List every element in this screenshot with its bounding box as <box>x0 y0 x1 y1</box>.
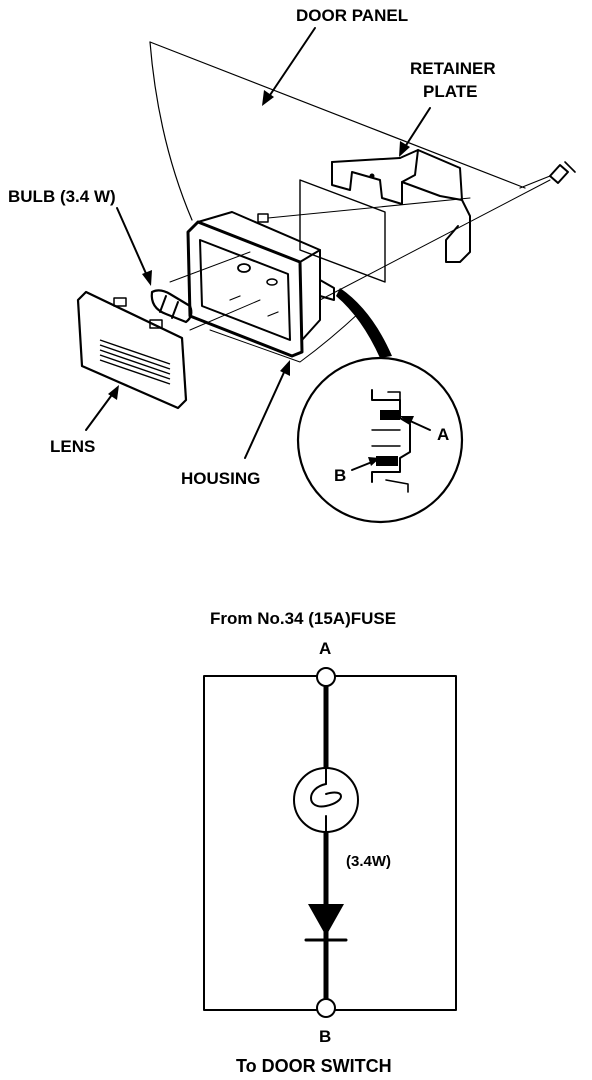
fuse-source-label: From No.34 (15A)FUSE <box>210 609 396 628</box>
terminal-a-leader <box>407 419 431 431</box>
terminal-a-arrowhead <box>400 416 414 425</box>
housing-leader <box>244 367 287 459</box>
lens-label: LENS <box>50 437 95 456</box>
terminal-b-label: B <box>334 466 346 485</box>
retainer-plate-leader <box>402 107 431 151</box>
retainer-plate-label-line2: PLATE <box>423 82 477 101</box>
bulb-symbol <box>293 767 359 833</box>
bulb-arrowhead <box>142 270 152 286</box>
screw <box>519 161 576 189</box>
door-switch-label: To DOOR SWITCH <box>236 1056 392 1076</box>
lens-grille <box>99 339 171 385</box>
bulb-leader <box>116 207 149 279</box>
retainer-plate-arrowhead <box>399 141 410 157</box>
door-panel-label: DOOR PANEL <box>296 6 408 25</box>
retainer-plate-label-line1: RETAINER <box>410 59 496 78</box>
detail-pointer <box>336 288 392 358</box>
terminal-detail-view <box>296 356 464 524</box>
connector-frame <box>203 675 457 1011</box>
node-b-label: B <box>319 1027 331 1046</box>
node-a-label: A <box>319 639 331 658</box>
terminal-b-node <box>316 998 336 1018</box>
terminal-b-leader <box>351 461 373 471</box>
bulb-rating-label: (3.4W) <box>346 853 391 870</box>
housing-label: HOUSING <box>181 469 260 488</box>
lens-arrowhead <box>108 385 119 400</box>
door-panel-arrowhead <box>262 90 274 106</box>
retainer-plate <box>299 149 471 283</box>
terminal-a-node <box>316 667 336 687</box>
door-panel-outline <box>149 41 193 221</box>
diode-symbol <box>304 904 348 942</box>
door-panel-leader <box>267 27 316 99</box>
bulb-label: BULB (3.4 W) <box>8 187 116 206</box>
lens <box>76 290 188 410</box>
circuit-schematic: From No.34 (15A)FUSE A (3.4W) B To DOOR … <box>203 609 457 1076</box>
terminal-b-arrowhead <box>368 457 380 466</box>
housing-arrowhead <box>280 360 290 376</box>
bulb-3-4w <box>150 289 193 324</box>
exploded-view: DOOR PANEL RETAINER PLATE BULB (3.4 W) L… <box>8 6 576 524</box>
terminal-a-label: A <box>437 425 449 444</box>
lens-leader <box>85 391 115 431</box>
housing <box>186 211 335 358</box>
door-panel-lower-edge <box>209 311 361 363</box>
door-panel-top-edge <box>149 41 526 189</box>
